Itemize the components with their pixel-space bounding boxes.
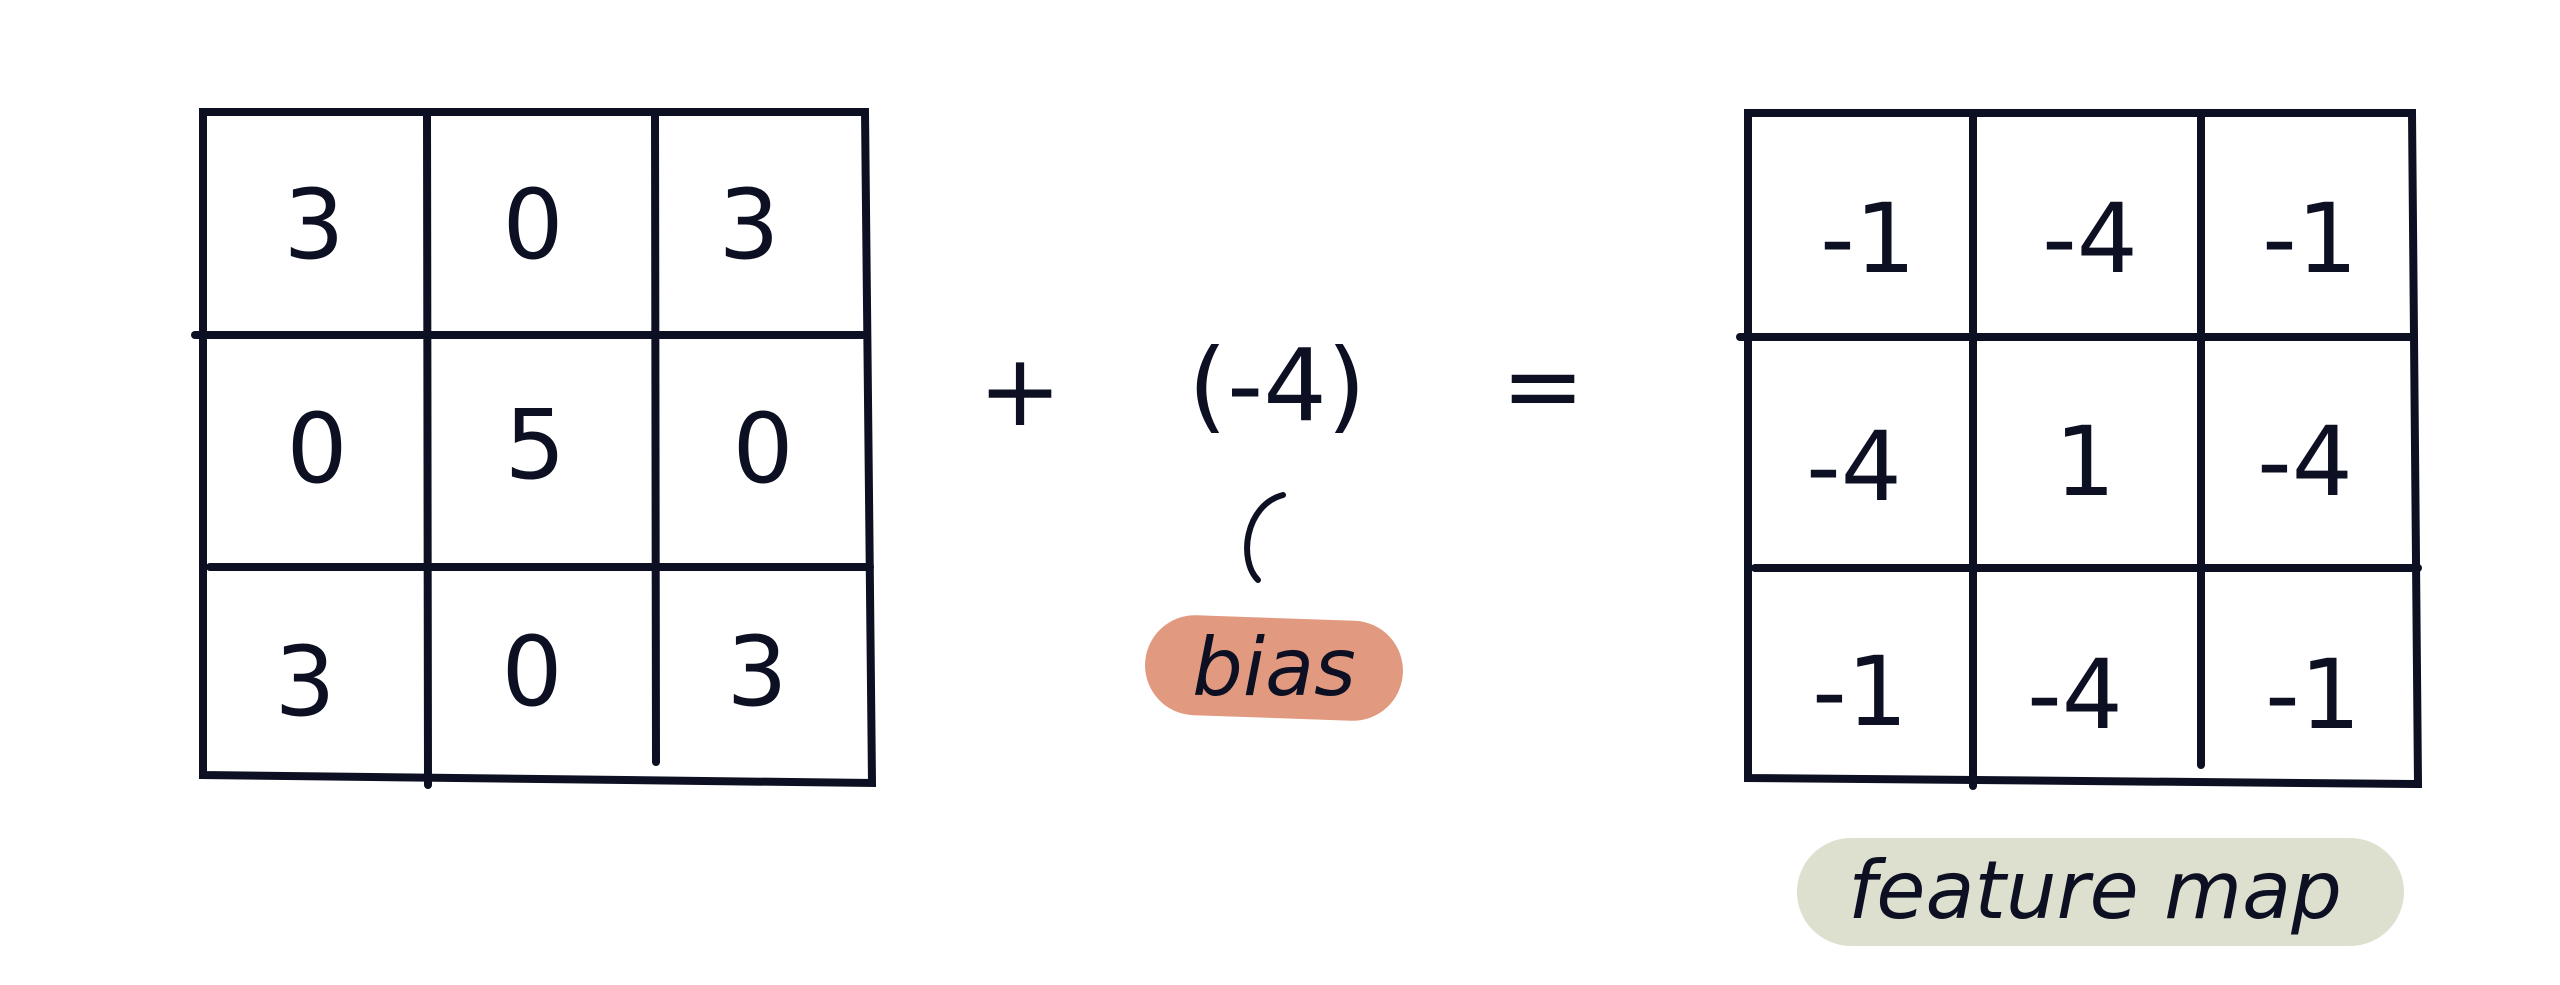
input-matrix-vline-1 xyxy=(423,111,432,789)
feature-map-highlight xyxy=(1797,838,2404,946)
input-cell-0-1: 0 xyxy=(502,169,563,281)
bias-value: (-4) xyxy=(1188,327,1366,444)
input-cell-1-2: 0 xyxy=(732,393,793,505)
input-cell-1-1: 5 xyxy=(504,389,565,501)
feature-cell-1-2: -4 xyxy=(2257,406,2353,518)
feature-map-label-group: feature map xyxy=(1797,838,2404,946)
feature-map: -1 -4 -1 -4 1 -4 -1 -4 -1 xyxy=(1736,109,2423,790)
feature-cell-0-0: -1 xyxy=(1820,183,1916,295)
plus-sign: + xyxy=(978,332,1062,449)
feature-map-border xyxy=(1744,109,2423,789)
feature-cell-0-2: -1 xyxy=(2262,183,2358,295)
input-cell-0-2: 3 xyxy=(718,169,779,281)
bias-pointer-stroke xyxy=(1244,492,1286,583)
feature-cell-2-0: -1 xyxy=(1812,636,1908,748)
input-cell-2-2: 3 xyxy=(726,616,787,728)
bias-label: bias xyxy=(1192,621,1356,714)
feature-cell-1-1: 1 xyxy=(2054,406,2115,518)
feature-map-label: feature map xyxy=(1848,844,2342,937)
input-cell-1-0: 0 xyxy=(286,393,347,505)
bias-label-group: bias xyxy=(1145,615,1403,721)
bias-highlight xyxy=(1145,615,1403,721)
feature-cell-1-0: -4 xyxy=(1806,411,1902,523)
feature-cell-0-1: -4 xyxy=(2042,183,2138,295)
input-cell-2-0: 3 xyxy=(274,626,335,738)
input-cell-2-1: 0 xyxy=(501,616,562,728)
input-matrix-border xyxy=(199,108,877,788)
feature-cell-2-1: -4 xyxy=(2027,639,2123,751)
equals-sign: = xyxy=(1501,327,1585,444)
input-matrix: 3 0 3 0 5 0 3 0 3 xyxy=(191,108,877,789)
input-cell-0-0: 3 xyxy=(283,169,344,281)
feature-cell-2-2: -1 xyxy=(2265,639,2361,751)
input-matrix-vline-2 xyxy=(651,111,660,766)
